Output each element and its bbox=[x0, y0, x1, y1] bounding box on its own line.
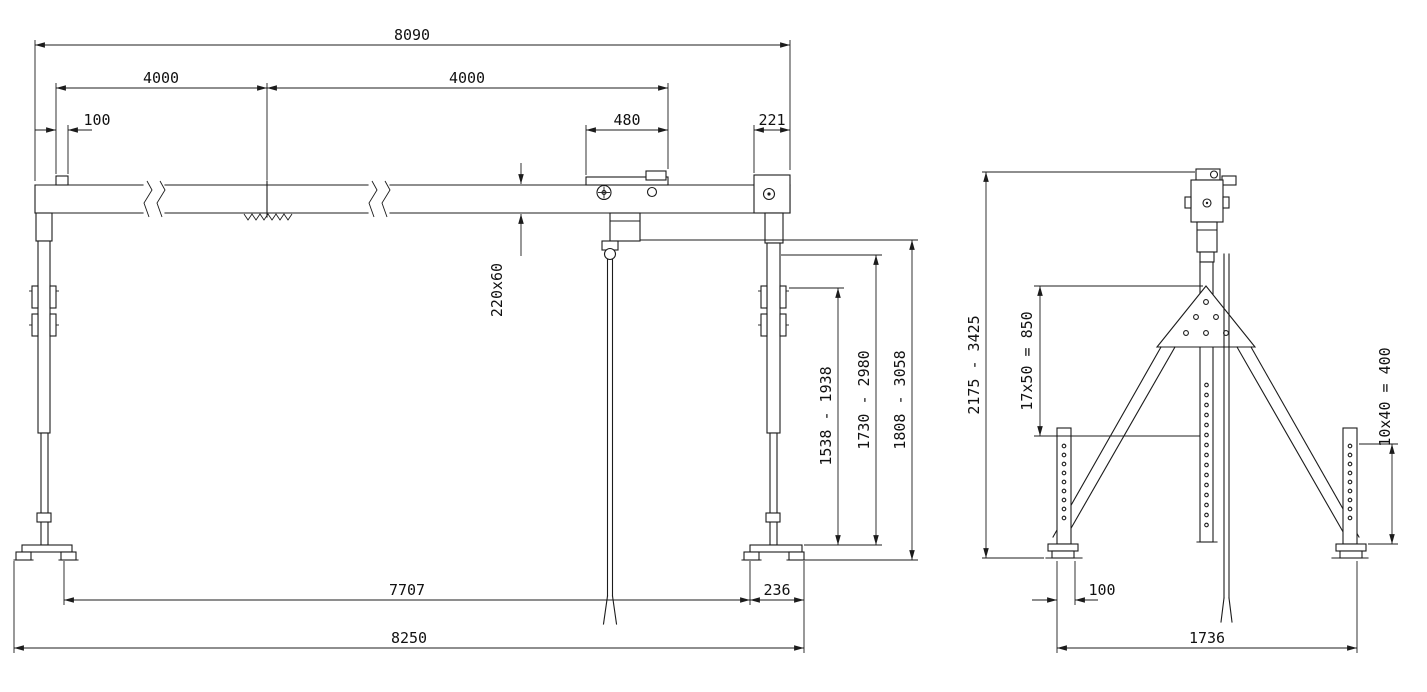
leg-head bbox=[35, 212, 53, 242]
end-carriage bbox=[753, 174, 791, 214]
dim-end-offset: 100 bbox=[83, 111, 110, 129]
a-frame-legs bbox=[1052, 346, 1360, 538]
leg-clamp bbox=[31, 285, 39, 309]
chain-guide bbox=[1221, 175, 1237, 186]
side-view: 2175 - 3425 17x50 = 850 10x40 = 400 100 … bbox=[965, 168, 1398, 653]
girder-beam bbox=[34, 175, 791, 221]
leg-clamp bbox=[779, 313, 787, 337]
end-bracket bbox=[55, 175, 69, 186]
hook-sheave bbox=[603, 247, 617, 261]
caster bbox=[743, 551, 760, 561]
bolt-hole bbox=[1203, 330, 1209, 336]
bolt-hole bbox=[1183, 330, 1189, 336]
dim-end-carriage: 221 bbox=[758, 111, 785, 129]
dim-mast-holes: 17x50 = 850 bbox=[1018, 311, 1036, 410]
foot-plate bbox=[749, 544, 803, 553]
dim-leg-holes: 10x40 = 400 bbox=[1376, 347, 1394, 446]
leg-collar bbox=[36, 512, 52, 523]
hoist-body bbox=[1196, 221, 1218, 253]
trolley-frame bbox=[585, 176, 669, 186]
gusset-plate bbox=[1155, 285, 1257, 348]
end-carriage-wheel bbox=[762, 187, 776, 201]
leg-adjustment-strips bbox=[1056, 427, 1358, 545]
hook-chain-side bbox=[1220, 253, 1233, 623]
leg-clamp bbox=[779, 285, 787, 309]
chain-guide bbox=[645, 170, 667, 181]
trolley-flange bbox=[1222, 196, 1230, 209]
trolley-wheel bbox=[646, 186, 658, 198]
front-dimensions: 8090 4000 4000 100 480 221 bbox=[13, 26, 918, 653]
dim-inner-span: 7707 bbox=[389, 581, 425, 599]
hoist-motor bbox=[1195, 168, 1221, 181]
mast-hole-row bbox=[1204, 382, 1209, 528]
trolley-hoist bbox=[585, 170, 669, 261]
leg-inner-tube bbox=[40, 432, 49, 546]
caster bbox=[15, 551, 32, 561]
caster bbox=[788, 551, 805, 561]
left-leg bbox=[13, 212, 79, 561]
dim-trolley-length: 480 bbox=[613, 111, 640, 129]
foot-plate bbox=[1335, 543, 1367, 552]
dim-girder-profile: 220x60 bbox=[488, 263, 506, 317]
leg-clamp bbox=[760, 313, 768, 337]
foot-pad bbox=[1051, 550, 1075, 559]
dim-overall-depth: 1736 bbox=[1189, 629, 1225, 647]
break-symbol bbox=[156, 180, 166, 218]
caster bbox=[60, 551, 77, 561]
break-symbol bbox=[381, 180, 391, 218]
leg-head bbox=[764, 212, 784, 244]
dim-overall-base: 8250 bbox=[391, 629, 427, 647]
center-joint-serration bbox=[243, 213, 293, 221]
leg-clamp bbox=[31, 313, 39, 337]
trolley-end-view bbox=[1184, 168, 1237, 263]
break-symbol bbox=[368, 180, 378, 218]
dim-foot-offset: 100 bbox=[1088, 581, 1115, 599]
leg-outer-tube bbox=[766, 242, 781, 434]
side-feet bbox=[1045, 543, 1369, 559]
leg-outer-tube bbox=[37, 240, 51, 434]
front-view: 8090 4000 4000 100 480 221 bbox=[13, 26, 918, 653]
bolt-hole bbox=[1203, 299, 1209, 305]
leg-clamp bbox=[49, 313, 57, 337]
leg-inner-tube bbox=[769, 432, 778, 546]
bolt-hole bbox=[1213, 314, 1219, 320]
dim-overall-top: 8090 bbox=[394, 26, 430, 44]
leg-clamp bbox=[760, 285, 768, 309]
break-symbol bbox=[143, 180, 153, 218]
leg-clamp bbox=[49, 285, 57, 309]
mast-adapter bbox=[1199, 251, 1215, 263]
dim-half-left: 4000 bbox=[143, 69, 179, 87]
dim-height-b: 1730 - 2980 bbox=[855, 350, 873, 449]
leg-collar bbox=[765, 512, 781, 523]
foot-plate bbox=[1047, 543, 1079, 552]
dim-height-a: 1538 - 1938 bbox=[817, 366, 835, 465]
foot-pad bbox=[1339, 550, 1363, 559]
foot-plate bbox=[21, 544, 73, 553]
dim-height-c: 1808 - 3058 bbox=[891, 350, 909, 449]
bolt-hole bbox=[1193, 314, 1199, 320]
dim-half-right: 4000 bbox=[449, 69, 485, 87]
dim-foot-length: 236 bbox=[763, 581, 790, 599]
right-leg bbox=[741, 212, 807, 561]
hoist-body bbox=[609, 212, 641, 242]
dim-overall-height: 2175 - 3425 bbox=[965, 315, 983, 414]
trolley-flange bbox=[1184, 196, 1192, 209]
hook-chain bbox=[602, 258, 618, 625]
side-dimensions: 2175 - 3425 17x50 = 850 10x40 = 400 100 … bbox=[965, 171, 1398, 653]
